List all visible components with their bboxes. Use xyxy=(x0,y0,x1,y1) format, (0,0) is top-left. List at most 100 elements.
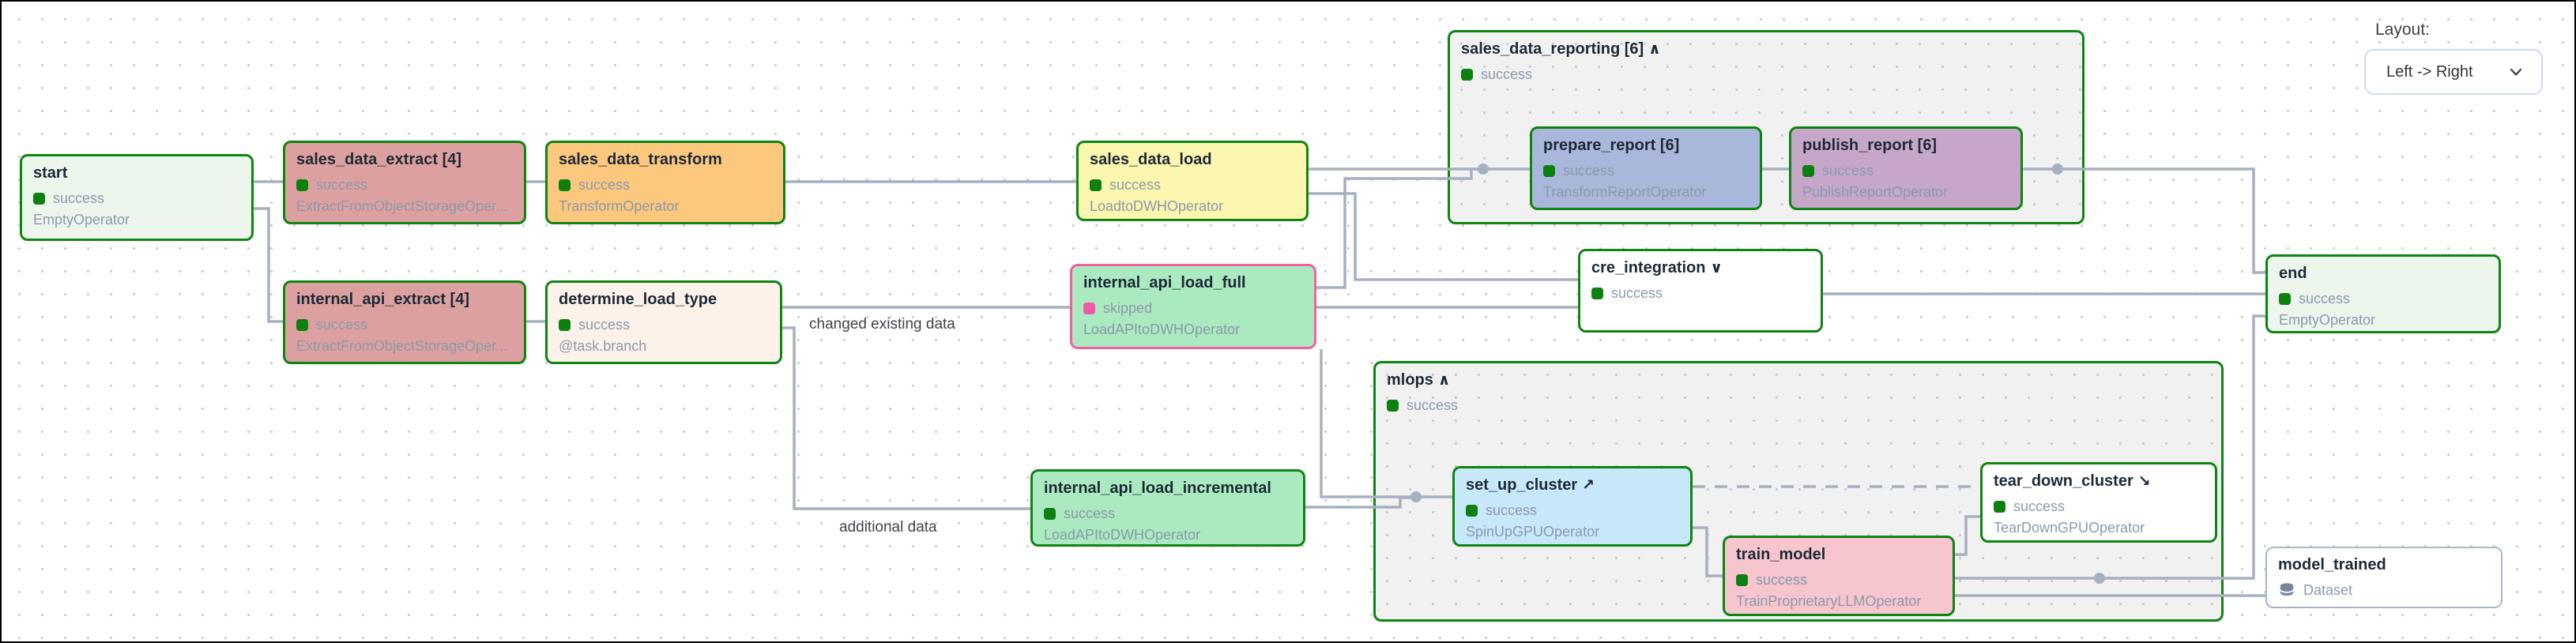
node-title-text: sales_data_reporting [6] xyxy=(1461,40,1644,58)
operator-name: EmptyOperator xyxy=(33,212,130,227)
node-title: prepare_report [6] xyxy=(1543,137,1749,155)
node-title-text: internal_api_load_incremental xyxy=(1044,479,1271,497)
status-success-icon xyxy=(1543,165,1555,177)
operator-name: TransformOperator xyxy=(559,198,680,214)
edge-internal-api-load-full-to-mlops xyxy=(1320,349,1452,498)
status-text: success xyxy=(578,177,631,193)
edge-start-to-internal-api-extract xyxy=(254,207,283,323)
status-row: success xyxy=(1802,160,2009,182)
node-title: sales_data_reporting [6]∧ xyxy=(1461,40,2071,58)
node-title-text: tear_down_cluster xyxy=(1994,472,2133,490)
status-text: success xyxy=(1486,502,1538,518)
status-text: success xyxy=(578,317,631,333)
node-title-text: sales_data_extract [4] xyxy=(296,151,462,168)
status-row: success xyxy=(1461,64,2071,85)
dataset-label: Dataset xyxy=(2303,582,2353,598)
node-title: mlops∧ xyxy=(1387,371,2210,389)
status-text: success xyxy=(1822,163,1874,179)
node-title-text: internal_api_load_full xyxy=(1083,274,1246,291)
status-success-icon xyxy=(1736,574,1748,586)
status-row: success xyxy=(1387,395,2210,416)
node-title-text: publish_report [6] xyxy=(1802,137,1938,154)
task-node-cre_integration[interactable]: cre_integration∨success xyxy=(1578,249,1823,333)
node-title: internal_api_load_full xyxy=(1083,274,1303,292)
status-success-icon xyxy=(1387,400,1399,412)
setup-arrow-icon: ↗ xyxy=(1582,477,1595,494)
node-title-text: cre_integration xyxy=(1591,259,1706,276)
node-title: model_trained xyxy=(2278,556,2490,574)
node-title-text: train_model xyxy=(1736,546,1826,563)
operator-name: ExtractFromObjectStorageOper... xyxy=(296,338,508,354)
operator-name: TearDownGPUOperator xyxy=(1994,520,2145,536)
status-row: success xyxy=(1090,175,1295,196)
status-skipped-icon xyxy=(1083,303,1095,314)
status-text: success xyxy=(1611,285,1663,301)
node-title: tear_down_cluster↘ xyxy=(1994,472,2204,491)
status-row: success xyxy=(1543,160,1749,182)
node-title-text: internal_api_extract [4] xyxy=(296,291,469,308)
layout-select-value: Left -> Right xyxy=(2386,62,2473,81)
chevron-down-icon xyxy=(2508,64,2524,80)
status-row: success xyxy=(296,175,513,196)
status-text: success xyxy=(53,190,105,206)
node-title: determine_load_type xyxy=(559,291,769,309)
operator-name: @task.branch xyxy=(559,338,647,354)
status-success-icon xyxy=(559,179,571,191)
chevron-up-icon: ∧ xyxy=(1437,372,1451,389)
status-success-icon xyxy=(1044,508,1056,520)
status-text: success xyxy=(1407,397,1459,413)
node-title-text: determine_load_type xyxy=(559,291,717,308)
status-success-icon xyxy=(296,179,308,191)
edge-set-up-cluster-to-train-model xyxy=(1693,526,1723,577)
status-success-icon xyxy=(1591,288,1603,299)
node-title: internal_api_extract [4] xyxy=(296,291,513,309)
edge-train-model-to-tear-down-cluster xyxy=(1955,515,1980,556)
status-text: success xyxy=(1064,506,1116,521)
status-success-icon xyxy=(1994,501,2005,513)
node-title-text: model_trained xyxy=(2278,556,2386,573)
junction-mlops-in xyxy=(1410,491,1422,502)
node-title-text: sales_data_load xyxy=(1090,151,1212,168)
status-success-icon xyxy=(1466,505,1478,517)
status-row: success xyxy=(559,175,772,196)
status-text: success xyxy=(1481,66,1533,82)
edge-internal-api-load-full-to-prepare-report xyxy=(1316,169,1473,289)
node-title: set_up_cluster↗ xyxy=(1466,476,1679,494)
status-row: success xyxy=(296,314,513,336)
operator-name: ExtractFromObjectStorageOper... xyxy=(296,198,508,214)
layout-select[interactable]: Left -> Right xyxy=(2364,49,2543,95)
node-title-text: prepare_report [6] xyxy=(1543,137,1680,154)
node-title-text: start xyxy=(33,164,68,182)
status-text: success xyxy=(316,317,368,333)
dataset-row: Dataset xyxy=(2278,580,2490,601)
node-title: start xyxy=(33,164,240,182)
operator-name: TrainProprietaryLLMOperator xyxy=(1736,593,1922,609)
database-icon xyxy=(2278,581,2295,600)
operator-name: SpinUpGPUOperator xyxy=(1466,524,1600,540)
operator-name: TransformReportOperator xyxy=(1543,184,1707,200)
junction-mlops-out xyxy=(2094,573,2105,584)
operator-name: LoadAPItoDWHOperator xyxy=(1044,527,1201,543)
status-row: success xyxy=(1591,283,1810,304)
node-title-text: end xyxy=(2279,265,2307,282)
node-title: train_model xyxy=(1736,546,1941,564)
layout-label: Layout: xyxy=(2375,21,2430,39)
node-title: sales_data_extract [4] xyxy=(296,151,513,169)
